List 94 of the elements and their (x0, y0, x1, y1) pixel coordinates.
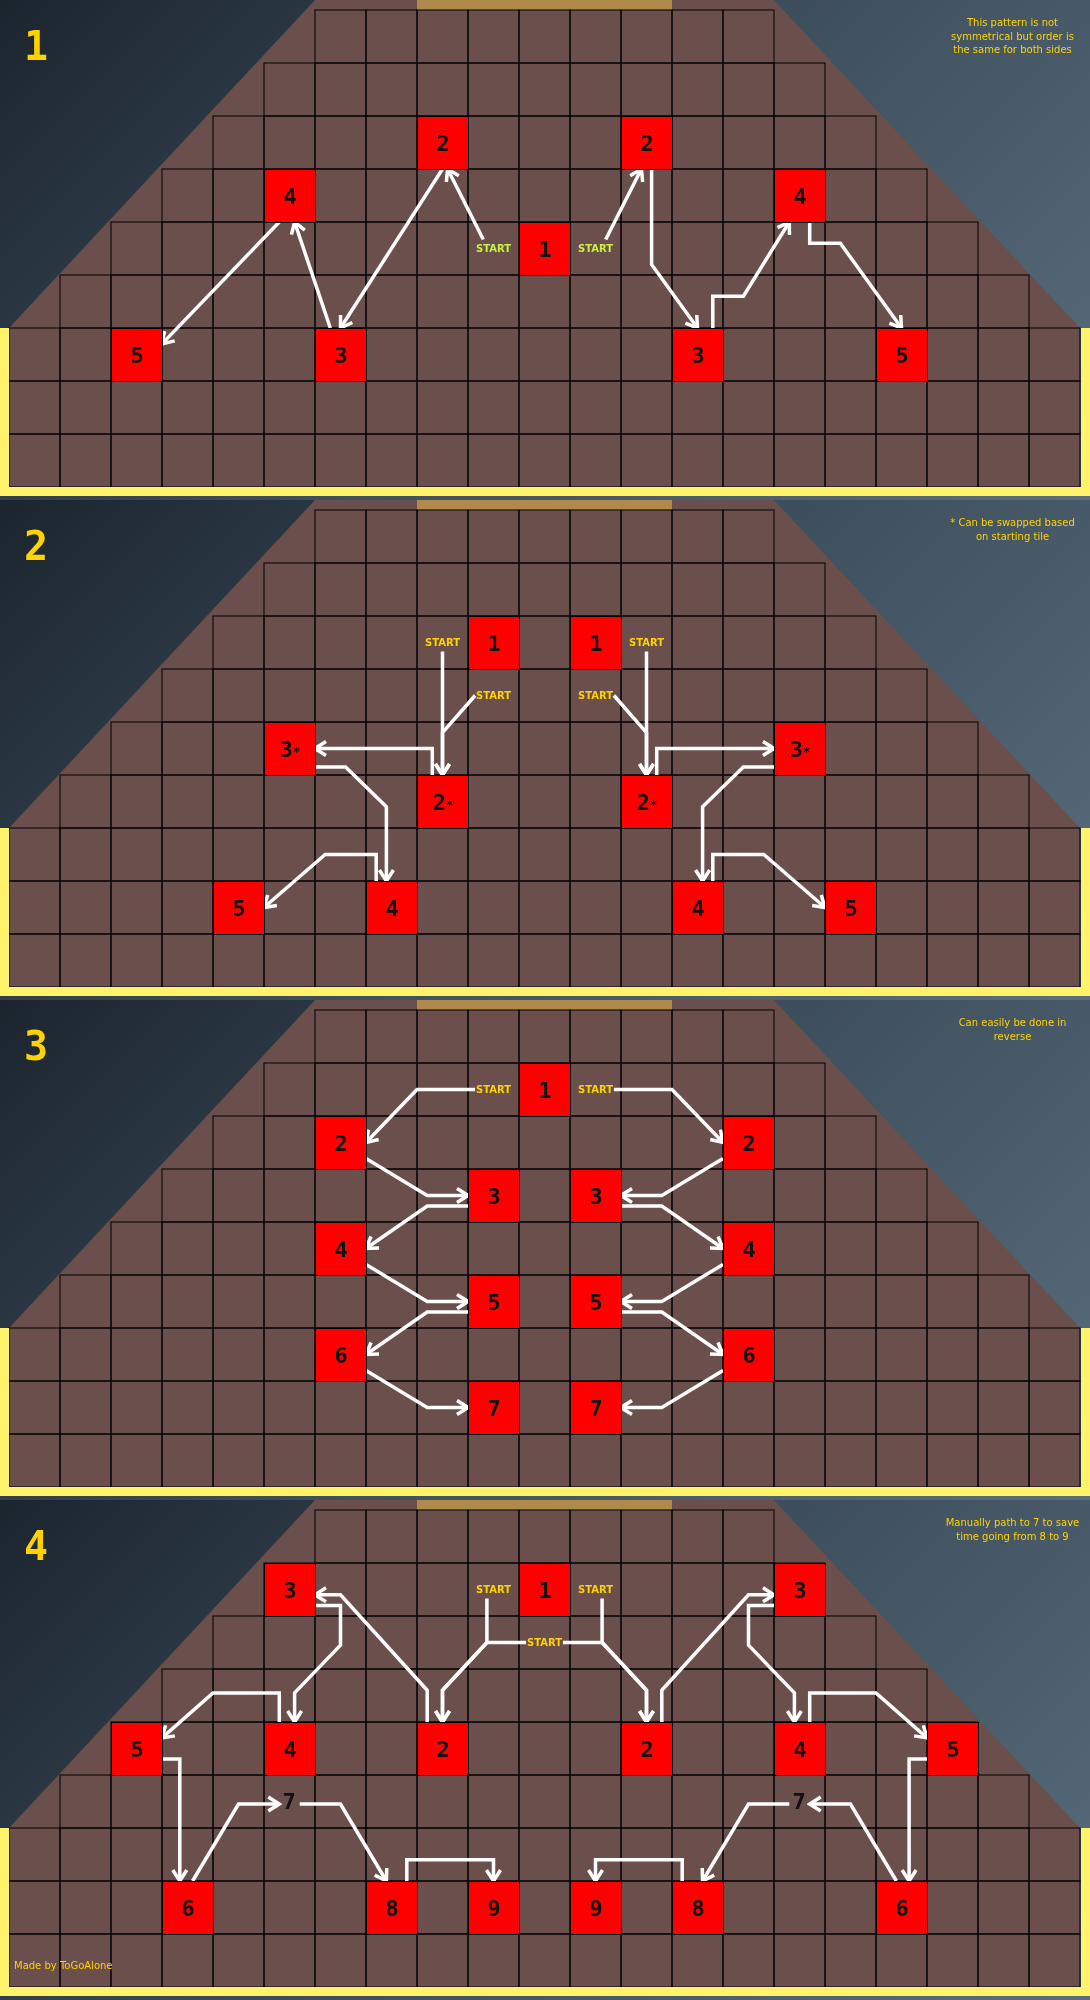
numbered-tile: 2 (417, 1722, 469, 1776)
arrow (405, 1858, 503, 1883)
arrow (365, 1368, 470, 1417)
note-text: Can easily be done in reverse (957, 1016, 1068, 1043)
numbered-tile: 3 (570, 1169, 622, 1223)
numbered-tile: 2 (723, 1116, 775, 1170)
arrow (900, 1757, 927, 1883)
arrow (746, 1603, 804, 1724)
numbered-tile: 9 (570, 1881, 622, 1935)
numbered-tile: 8 (672, 1881, 724, 1935)
numbered-tile: 6 (315, 1328, 367, 1382)
arrow (621, 1310, 725, 1357)
arrow (562, 1640, 656, 1724)
numbered-tile: 5 (213, 881, 265, 935)
numbered-tile: 6 (723, 1328, 775, 1382)
numbered-tile: 4 (264, 1722, 316, 1776)
arrow (285, 1603, 343, 1724)
numbered-tile: 2 (417, 116, 469, 170)
numbered-tile: 4 (672, 881, 724, 935)
numbered-tile: 5 (570, 1275, 622, 1329)
arrow (700, 1802, 790, 1883)
arrow (433, 694, 477, 777)
start-label: START (577, 1084, 614, 1095)
panel-number: 1 (24, 26, 49, 66)
numbered-tile: 6 (876, 1881, 928, 1935)
numbered-tile: 9 (468, 1881, 520, 1935)
arrow (660, 1586, 776, 1722)
start-label: START (526, 1637, 563, 1648)
start-label: START (577, 243, 614, 254)
arrow (807, 1691, 929, 1740)
numbered-tile: 4 (723, 1222, 775, 1276)
start-label: START (475, 1584, 512, 1595)
arrow (612, 694, 656, 777)
arrow (365, 1156, 470, 1205)
arrow (191, 1795, 282, 1882)
numbered-tile: 4 (264, 169, 316, 223)
arrow (613, 1087, 725, 1145)
panel-number: 4 (24, 1526, 49, 1566)
numbered-tile: 4 (315, 1222, 367, 1276)
start-label: START (577, 1584, 614, 1595)
numbered-tile: 2 (621, 1722, 673, 1776)
numbered-tile: 3 (264, 1563, 316, 1617)
numbered-tile: 3 (774, 1563, 826, 1617)
arrow (433, 1640, 527, 1724)
note-text: * Can be swapped based on starting tile (949, 516, 1076, 543)
numbered-tile: 3 (315, 328, 367, 382)
start-label: START (475, 690, 512, 701)
numbered-tile: 1 (519, 1563, 571, 1617)
panel-number: 3 (24, 1026, 49, 1066)
numbered-tile: 2 (315, 1116, 367, 1170)
numbered-tile: 3 (468, 1169, 520, 1223)
tile-number: 7 (792, 1790, 806, 1813)
start-label: START (475, 243, 512, 254)
start-label: START (475, 1084, 512, 1095)
arrow (315, 765, 396, 883)
numbered-tile: 5 (111, 1722, 163, 1776)
note-text: Manually path to 7 to save time going from 8 to 9 (945, 1516, 1080, 1543)
numbered-tile: 4 (774, 1722, 826, 1776)
numbered-tile: 5 (111, 328, 163, 382)
arrow (338, 168, 444, 330)
arrow (649, 169, 700, 330)
arrow (807, 1795, 898, 1882)
arrow (162, 1757, 189, 1883)
arrow (299, 1802, 389, 1883)
arrow (365, 1262, 470, 1311)
numbered-tile: 1 (468, 616, 520, 670)
numbered-tile: 4 (774, 169, 826, 223)
numbered-tile: 1 (519, 1063, 571, 1117)
credit-text: Made by ToGoAlone (14, 1960, 113, 1971)
numbered-tile: 1 (519, 222, 571, 276)
arrow (693, 765, 774, 883)
numbered-tile: 2 (621, 116, 673, 170)
arrow (654, 739, 776, 775)
start-label: START (628, 637, 665, 648)
numbered-tile: 5 (927, 1722, 979, 1776)
numbered-tile: 5 (468, 1275, 520, 1329)
tile-number: 7 (282, 1790, 296, 1813)
arrow (586, 1858, 684, 1883)
numbered-tile: 7 (468, 1381, 520, 1435)
numbered-tile: 8 (366, 1881, 418, 1935)
numbered-tile: 7 (570, 1381, 622, 1435)
numbered-tile: 5 (876, 328, 928, 382)
numbered-tile: 1 (570, 616, 622, 670)
numbered-tile: 4 (366, 881, 418, 935)
numbered-tile: 5 (825, 881, 877, 935)
start-label: START (424, 637, 461, 648)
start-label: START (577, 690, 614, 701)
panel-number: 2 (24, 526, 49, 566)
arrow (711, 852, 827, 910)
numbered-tile: 6 (162, 1881, 214, 1935)
note-text: This pattern is not symmetrical but order is the same for both sides (950, 16, 1075, 57)
arrow (621, 1204, 725, 1251)
arrow (807, 222, 904, 330)
numbered-tile: 3 (672, 328, 724, 382)
